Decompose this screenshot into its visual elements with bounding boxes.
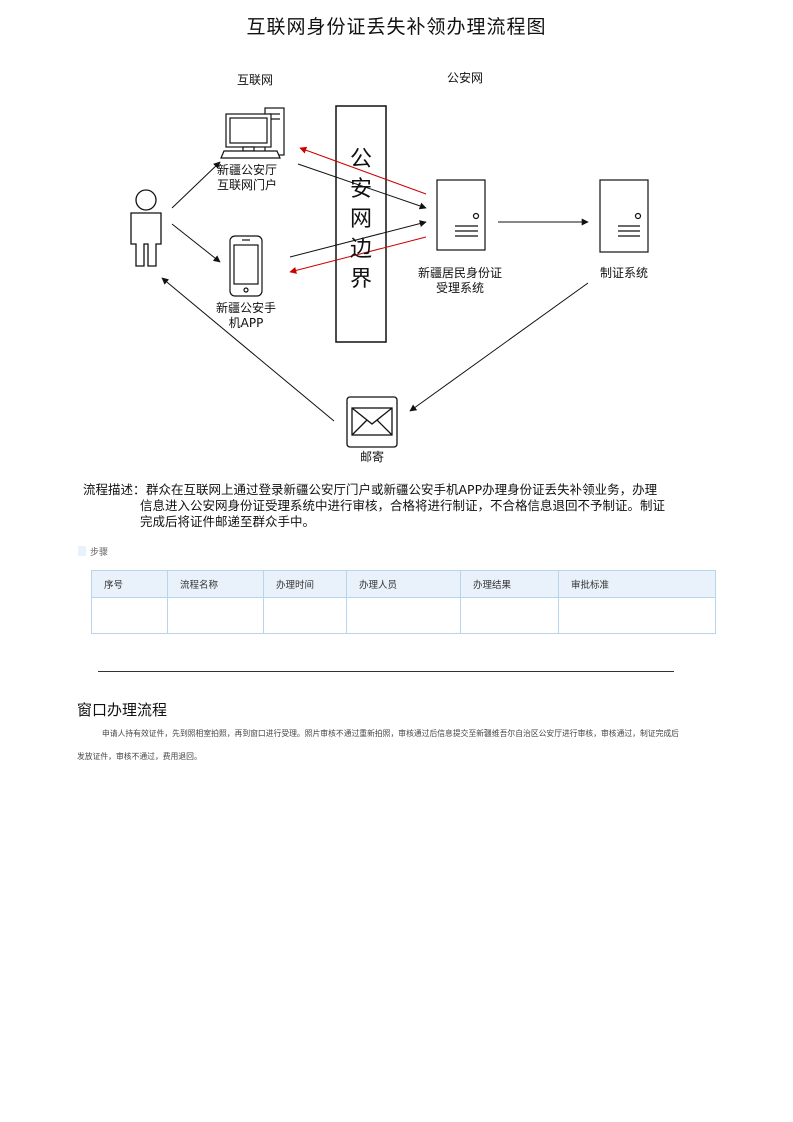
window-section-title: 窗口办理流程	[77, 701, 168, 719]
steps-table: 序号 流程名称 办理时间 办理人员 办理结果 审批标准	[91, 570, 716, 634]
section-divider	[98, 671, 674, 672]
app-label-line1: 新疆公安手	[215, 301, 276, 315]
acceptance-label-line2: 受理系统	[435, 281, 484, 295]
citizen-person-icon	[130, 189, 162, 267]
column-header-approval-standard: 审批标准	[558, 570, 716, 598]
table-cell	[460, 597, 559, 634]
column-header-handling-time: 办理时间	[263, 570, 347, 598]
table-cell	[167, 597, 264, 634]
description-line3: 完成后将证件邮递至群众手中。	[140, 514, 316, 529]
mail-envelope-icon	[346, 396, 398, 448]
description-line1: 群众在互联网上通过登录新疆公安厅门户或新疆公安手机APP办理身份证丢失补领业务，…	[146, 482, 658, 497]
border-char: 安	[349, 177, 372, 202]
return-arrows	[289, 146, 427, 274]
column-header-index: 序号	[91, 570, 168, 598]
table-header-row: 序号 流程名称 办理时间 办理人员 办理结果 审批标准	[91, 570, 716, 598]
description-prefix: 流程描述：	[83, 482, 146, 497]
portal-label-line2: 互联网门户	[216, 178, 277, 192]
table-cell	[558, 597, 716, 634]
page-title: 互联网身份证丢失补领办理流程图	[246, 16, 547, 38]
arrow-production-to-mail	[409, 282, 589, 412]
acceptance-label-line1: 新疆居民身份证	[417, 266, 502, 280]
table-cell	[346, 597, 461, 634]
table-cell	[263, 597, 347, 634]
column-header-handler: 办理人员	[346, 570, 461, 598]
mobile-phone-icon	[229, 235, 263, 297]
arrow-person-to-portal	[171, 161, 221, 209]
return-arrow-to-app	[289, 236, 427, 274]
window-section-body: 申请人持有效证件，先到照相室拍照，再到窗口进行受理。照片审核不通过重新拍照，审核…	[77, 729, 679, 761]
arrow-portal-to-acceptance	[297, 163, 427, 210]
table-cell	[91, 597, 168, 634]
arrow-app-to-acceptance	[289, 220, 427, 258]
border-char: 网	[349, 207, 372, 232]
portal-label-line1: 新疆公安厅	[216, 163, 277, 177]
production-label: 制证系统	[599, 266, 648, 280]
arrow-person-to-app	[171, 223, 221, 263]
app-label-line2: 机APP	[228, 316, 264, 330]
return-arrow-to-portal	[299, 146, 427, 195]
police-network-border-box	[335, 105, 387, 343]
steps-marker	[78, 546, 86, 556]
column-header-result: 办理结果	[460, 570, 559, 598]
arrow-mail-to-person	[161, 277, 335, 422]
border-char: 边	[349, 237, 372, 262]
mail-label: 邮寄	[359, 450, 384, 464]
flow-diagram	[130, 105, 649, 448]
flow-arrows	[161, 161, 589, 422]
border-char: 界	[349, 267, 372, 292]
acceptance-server-icon	[436, 179, 486, 251]
table-row	[91, 597, 716, 634]
zone-label-internet: 互联网	[236, 73, 273, 87]
zone-label-police: 公安网	[446, 71, 483, 85]
steps-title: 步骤	[90, 548, 109, 558]
desktop-computer-icon	[220, 107, 285, 159]
column-header-process-name: 流程名称	[167, 570, 264, 598]
border-char: 公	[349, 147, 372, 172]
description-line2: 信息进入公安网身份证受理系统中进行审核，合格将进行制证，不合格信息退回不予制证。…	[140, 498, 666, 513]
production-server-icon	[599, 179, 649, 253]
